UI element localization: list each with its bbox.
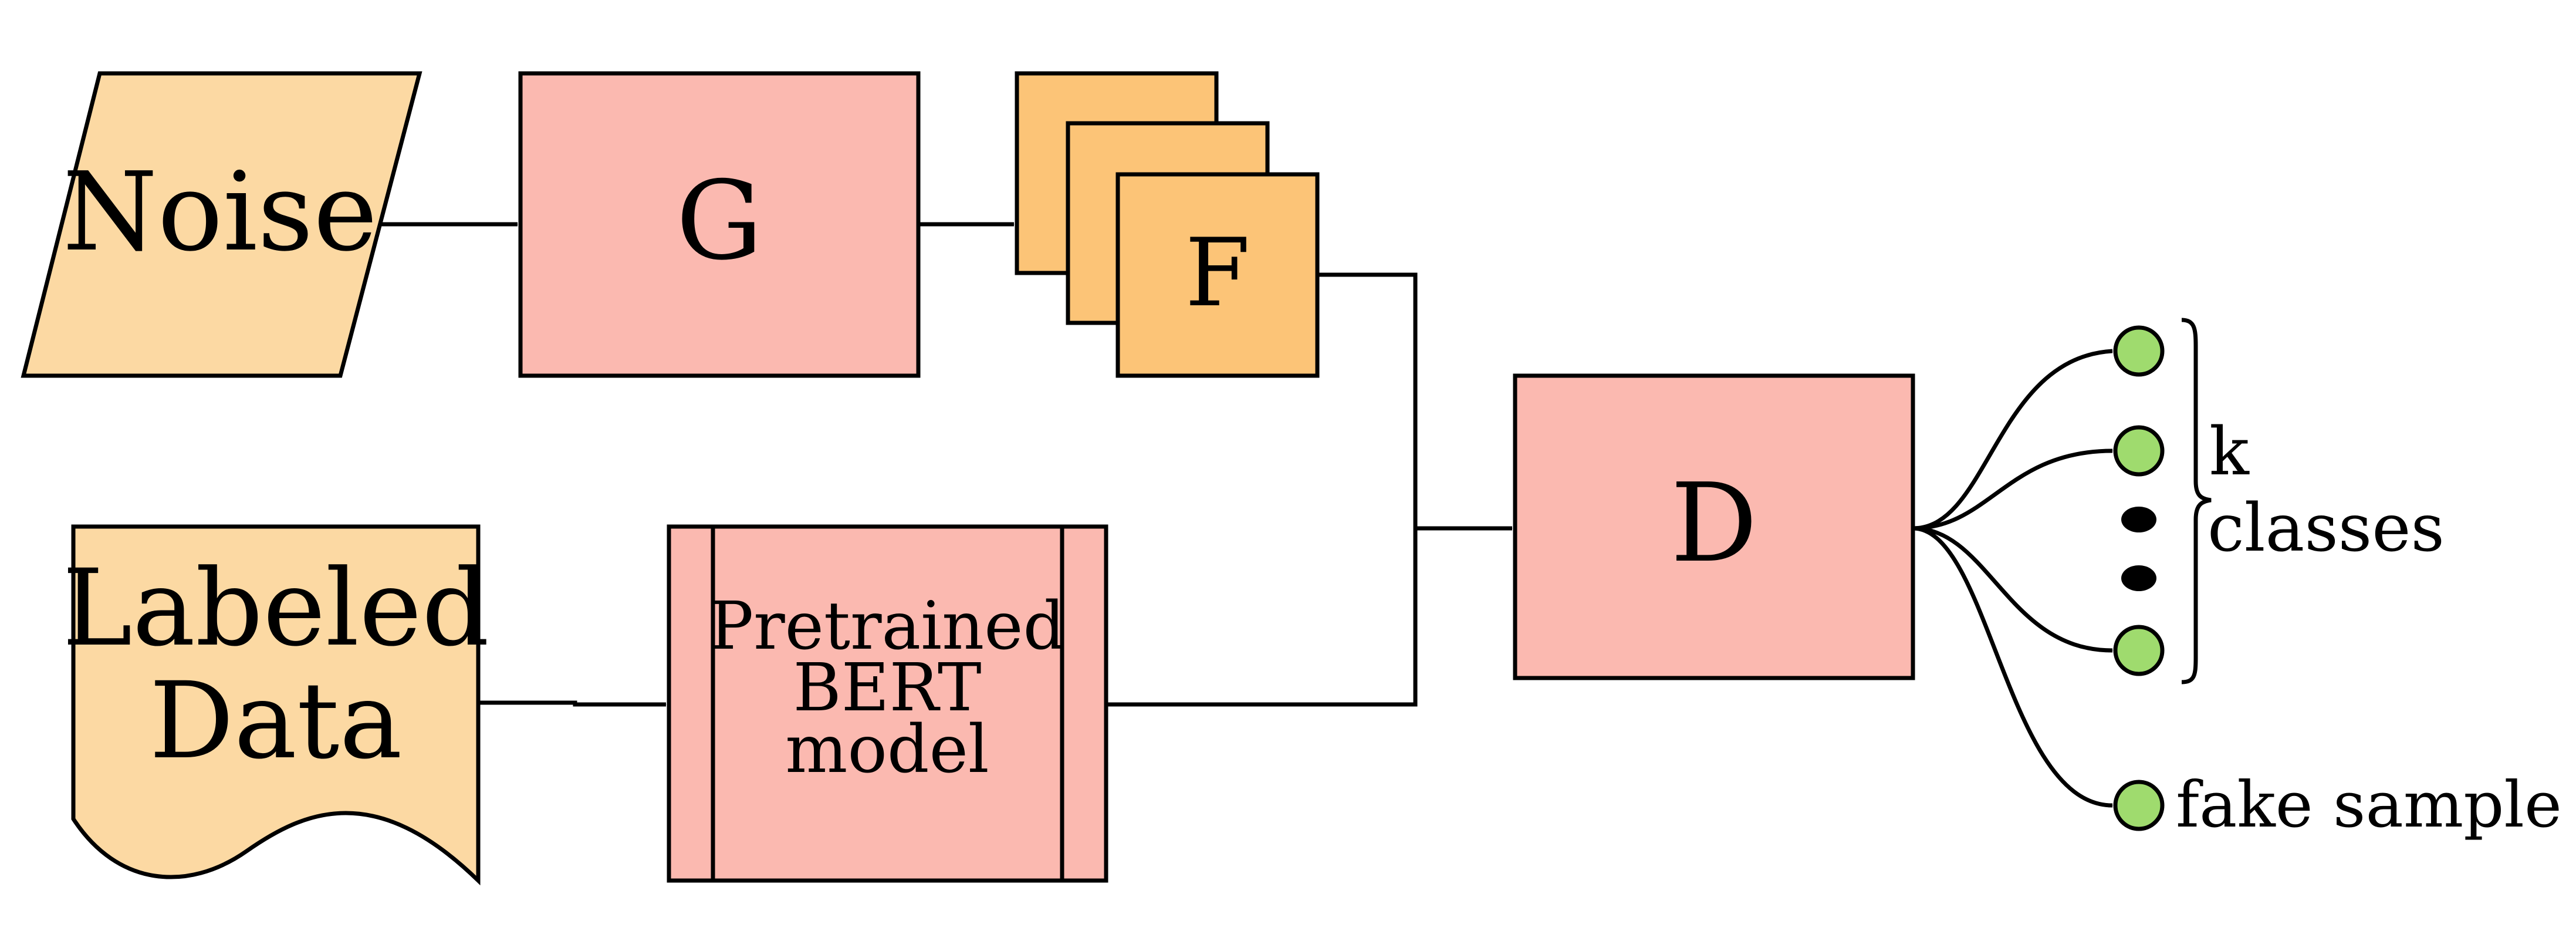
class-output-node-1 [2113, 325, 2165, 377]
class-output-node-2 [2113, 425, 2165, 477]
f-to-junction-line [1317, 272, 1418, 528]
noise-label: Noise [63, 149, 378, 275]
bert-label-line-3: model [785, 711, 989, 788]
generator-label: G [676, 157, 763, 284]
fake-features-label: F [1185, 218, 1250, 328]
output-connectors [1912, 349, 2113, 808]
class-output-node-k [2113, 625, 2165, 676]
bert-label-line-2: BERT [793, 650, 981, 726]
fake-output-node [2113, 780, 2165, 831]
bert-to-junction-line [1106, 528, 1418, 707]
classes-label: classes [2207, 490, 2445, 566]
ellipsis-dot-2 [2121, 565, 2156, 591]
ellipsis-dot-1 [2121, 507, 2156, 532]
data-to-bert-arrow [478, 700, 667, 707]
labeled-data-node: Labeled Data [62, 524, 489, 886]
labeled-data-label-line-2: Data [149, 660, 402, 783]
bert-label-line-1: Pretrained [709, 588, 1065, 665]
generator-node: G [518, 71, 921, 378]
discriminator-node: D [1513, 373, 1915, 680]
fake-features-stack: F [1015, 71, 1320, 378]
k-label: k [2209, 414, 2250, 490]
labeled-data-label-line-1: Labeled [62, 547, 489, 670]
discriminator-label: D [1671, 460, 1757, 586]
fake-sample-label: fake sample [2176, 768, 2562, 842]
classes-brace [2181, 318, 2212, 684]
noise-node: Noise [21, 71, 422, 378]
bert-node: Pretrained BERT model [667, 524, 1108, 883]
